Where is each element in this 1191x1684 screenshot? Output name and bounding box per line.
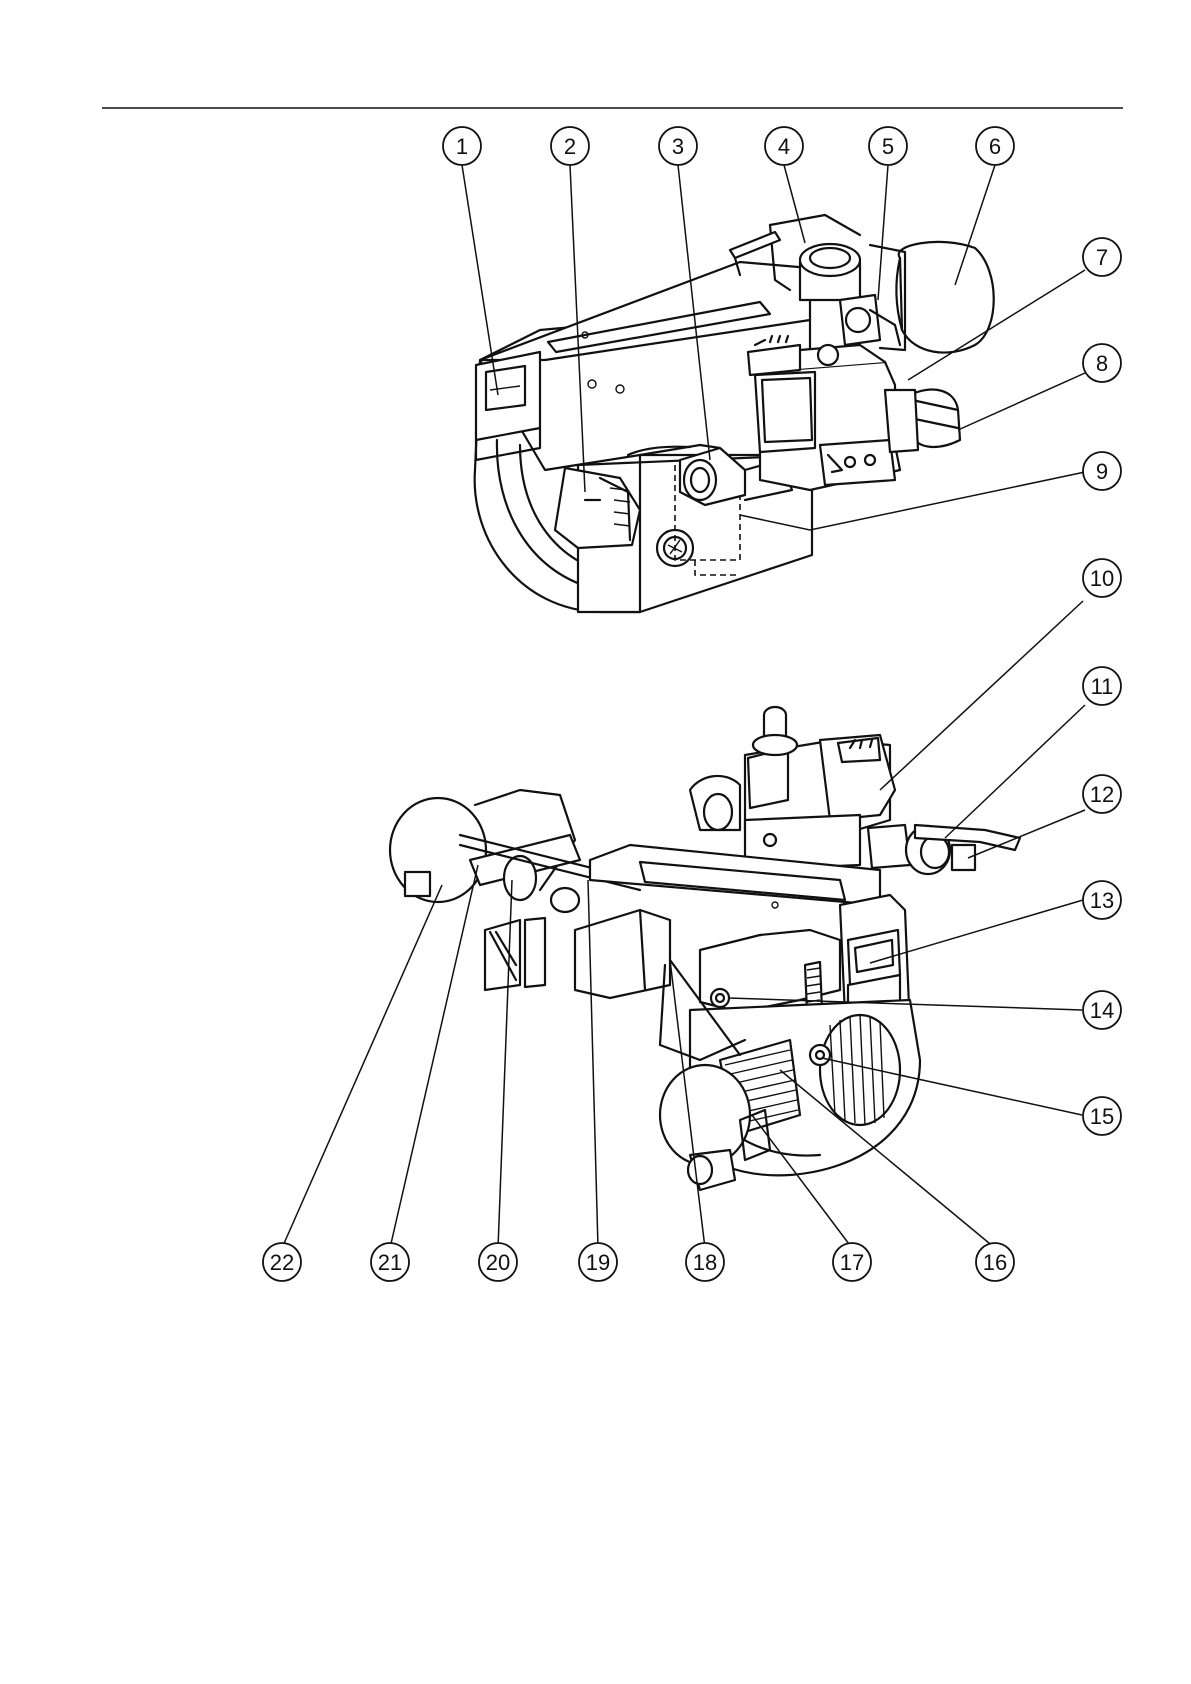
bracket: [525, 918, 545, 987]
callout-label-7: 7: [1096, 245, 1108, 270]
leader-4: [784, 165, 805, 243]
callout-16: 16: [976, 1243, 1014, 1281]
callout-19: 19: [579, 1243, 617, 1281]
callout-label-21: 21: [378, 1250, 402, 1275]
callout-1: 1: [443, 127, 481, 165]
burner-bottom-view: [390, 707, 1020, 1190]
callout-label-3: 3: [672, 134, 684, 159]
callout-8: 8: [1083, 344, 1121, 382]
callout-label-17: 17: [840, 1250, 864, 1275]
callout-15: 15: [1083, 1097, 1121, 1135]
burner-top-view: [475, 215, 994, 612]
callout-12: 12: [1083, 775, 1121, 813]
leader-21: [390, 865, 478, 1248]
callout-label-16: 16: [983, 1250, 1007, 1275]
callout-label-15: 15: [1090, 1104, 1114, 1129]
callout-label-2: 2: [564, 134, 576, 159]
callout-label-8: 8: [1096, 351, 1108, 376]
pump: [660, 1065, 750, 1165]
leader-5: [878, 165, 888, 300]
callout-label-12: 12: [1090, 782, 1114, 807]
callout-22: 22: [263, 1243, 301, 1281]
callout-label-18: 18: [693, 1250, 717, 1275]
callout-17: 17: [833, 1243, 871, 1281]
callout-7: 7: [1083, 238, 1121, 276]
leader-10: [880, 601, 1083, 790]
callout-label-5: 5: [882, 134, 894, 159]
callout-label-9: 9: [1096, 459, 1108, 484]
callout-2: 2: [551, 127, 589, 165]
callout-label-20: 20: [486, 1250, 510, 1275]
callout-5: 5: [869, 127, 907, 165]
callout-4: 4: [765, 127, 803, 165]
callout-6: 6: [976, 127, 1014, 165]
callout-label-6: 6: [989, 134, 1001, 159]
callout-18: 18: [686, 1243, 724, 1281]
callout-label-4: 4: [778, 134, 790, 159]
callout-9: 9: [1083, 452, 1121, 490]
callout-label-19: 19: [586, 1250, 610, 1275]
callout-13: 13: [1083, 881, 1121, 919]
callout-11: 11: [1083, 667, 1121, 705]
callout-21: 21: [371, 1243, 409, 1281]
callout-20: 20: [479, 1243, 517, 1281]
callout-label-10: 10: [1090, 566, 1114, 591]
connection-fitting: [868, 825, 910, 868]
callout-label-13: 13: [1090, 888, 1114, 913]
callout-14: 14: [1083, 991, 1121, 1029]
callout-label-14: 14: [1090, 998, 1114, 1023]
callout-label-1: 1: [456, 134, 468, 159]
callout-label-22: 22: [270, 1250, 294, 1275]
callout-label-11: 11: [1091, 674, 1114, 699]
leader-8: [958, 373, 1085, 430]
leader-22: [282, 885, 442, 1248]
callout-10: 10: [1083, 559, 1121, 597]
callout-3: 3: [659, 127, 697, 165]
